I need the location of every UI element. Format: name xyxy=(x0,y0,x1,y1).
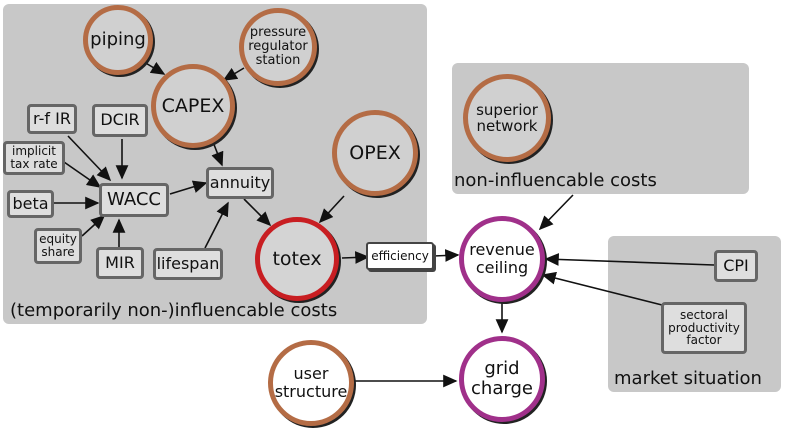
node-grid-charge: grid charge xyxy=(459,336,545,422)
edge-annuity-totex xyxy=(243,198,272,227)
group-label-non-influencable: non-influencable costs xyxy=(454,170,657,191)
box-equity-share: equity share xyxy=(34,228,82,264)
node-revenue-ceiling: revenue ceiling xyxy=(459,216,545,302)
edge-equity-wacc xyxy=(81,214,106,237)
edge-wacc-annuity xyxy=(169,180,208,195)
box-rf-ir: r-f IR xyxy=(27,104,77,134)
box-cpi: CPI xyxy=(714,250,758,282)
box-wacc: WACC xyxy=(99,183,169,217)
node-opex: OPEX xyxy=(332,110,418,196)
node-user-structure: user structure xyxy=(268,340,354,426)
edge-lifespan-annuity xyxy=(204,201,229,249)
edge-prs-capex xyxy=(222,67,245,81)
box-efficiency: efficiency xyxy=(366,242,434,270)
node-pressure-regulator-station: pressure regulator station xyxy=(239,8,317,86)
box-implicit-tax-rate: implicit tax rate xyxy=(3,141,65,175)
edge-totex-efficiency xyxy=(341,251,370,264)
edge-cpi-revenue xyxy=(544,253,715,266)
box-dcir: DCIR xyxy=(92,104,148,137)
box-mir: MIR xyxy=(96,247,144,279)
edge-sectoral-revenue xyxy=(541,271,667,307)
node-piping: piping xyxy=(83,5,153,75)
edge-efficiency-revenue xyxy=(432,249,460,262)
edge-opex-totex xyxy=(318,195,345,224)
edge-piping-capex xyxy=(143,61,166,75)
edge-rfir-wacc xyxy=(67,135,112,182)
group-label-market-situation: market situation xyxy=(614,368,762,389)
edge-capex-annuity xyxy=(211,141,224,167)
box-annuity: annuity xyxy=(206,167,274,199)
node-capex: CAPEX xyxy=(151,64,235,148)
box-sectoral-productivity-factor: sectoral productivity factor xyxy=(661,302,747,354)
edge-noninf-revenue xyxy=(538,194,574,231)
box-lifespan: lifespan xyxy=(153,248,223,280)
group-label-temporarily-influencable: (temporarily non-)influencable costs xyxy=(10,300,338,321)
node-superior-network: superior network xyxy=(463,74,551,162)
edge-implicit-wacc xyxy=(63,161,102,188)
box-beta: beta xyxy=(7,190,54,218)
node-totex: totex xyxy=(255,217,339,301)
